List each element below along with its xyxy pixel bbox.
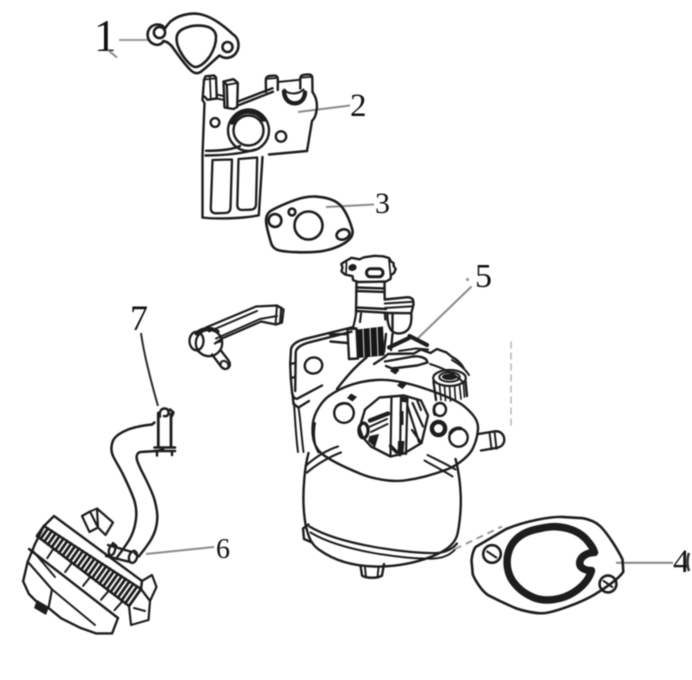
- svg-text:5: 5: [475, 258, 492, 295]
- svg-text:1: 1: [94, 11, 117, 61]
- svg-text:6: 6: [216, 534, 230, 565]
- svg-text:3: 3: [375, 187, 390, 220]
- svg-text:7: 7: [130, 298, 148, 338]
- svg-text:2: 2: [350, 88, 367, 124]
- svg-text:4: 4: [673, 544, 690, 580]
